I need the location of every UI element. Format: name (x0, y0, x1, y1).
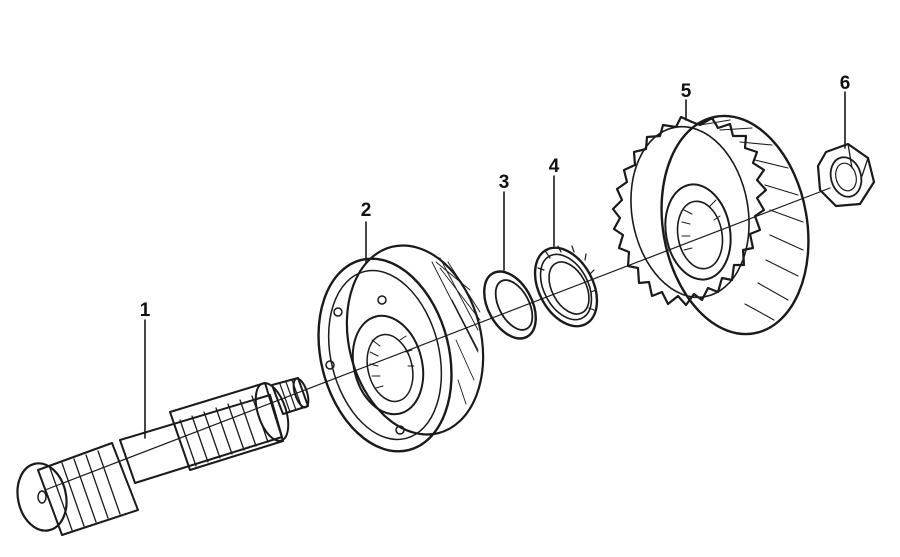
part-5-gear (611, 114, 810, 336)
shaft-axis-line (44, 187, 831, 491)
callout-5-label: 5 (681, 81, 692, 102)
callout-2-label: 2 (361, 200, 372, 221)
callout-4-label: 4 (549, 156, 560, 177)
part-4-synchro-ring (533, 245, 599, 328)
part-2-synchronizer-hub (317, 244, 485, 453)
gear-5-teeth-outline (611, 115, 768, 307)
callout-6-label: 6 (840, 73, 851, 94)
part-6-hex-nut (816, 142, 876, 208)
callout-3-label: 3 (499, 172, 510, 193)
part-1-splined-shaft (16, 377, 310, 536)
part-3-ring (483, 270, 537, 340)
callout-1-label: 1 (140, 300, 151, 321)
